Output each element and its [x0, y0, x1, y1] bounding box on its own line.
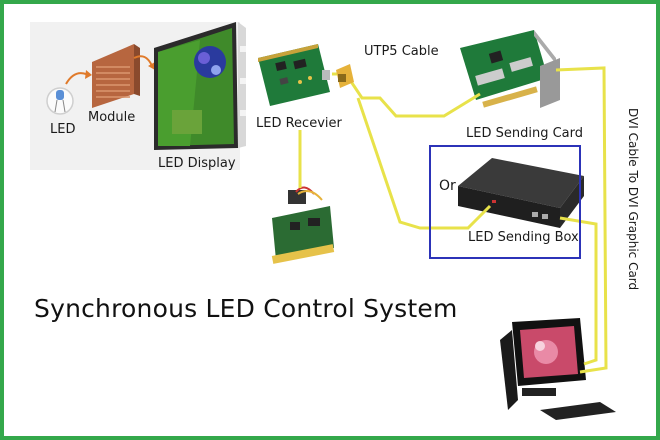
cable-receiver-to-card [332, 72, 481, 118]
label-led: LED [50, 122, 76, 137]
sending-box-frame [429, 145, 581, 259]
arrow-led-to-module [65, 72, 87, 85]
diagram-title: Synchronous LED Control System [34, 294, 458, 323]
cable-utp5-to-box [356, 97, 492, 230]
label-or: Or [439, 178, 456, 194]
led-bulb-image [46, 87, 74, 115]
led-sending-box-image [458, 158, 584, 228]
receiver-board-detail-image [271, 186, 335, 264]
label-led-receiver: LED Recevier [256, 116, 342, 131]
label-utp5-cable: UTP5 Cable [364, 44, 439, 59]
cable-card-to-pc [555, 66, 608, 374]
label-dvi-cable: DVI Cable To DVI Graphic Card [626, 108, 640, 291]
cables [298, 66, 608, 374]
dvi-cable-label-wrap: DVI Cable To DVI Graphic Card [621, 108, 645, 340]
utp5-connector-image [336, 64, 354, 88]
arrow-module-to-display [133, 55, 153, 67]
label-led-display: LED Display [158, 156, 236, 171]
led-display-image [154, 22, 246, 150]
led-sending-card-image [460, 30, 560, 108]
label-module: Module [88, 110, 136, 125]
label-led-sending-box: LED Sending Box [468, 230, 579, 245]
label-led-sending-card: LED Sending Card [466, 126, 583, 141]
led-receiver-image [258, 44, 330, 106]
cable-box-to-pc [559, 216, 598, 366]
computer-monitor-image [500, 318, 616, 420]
